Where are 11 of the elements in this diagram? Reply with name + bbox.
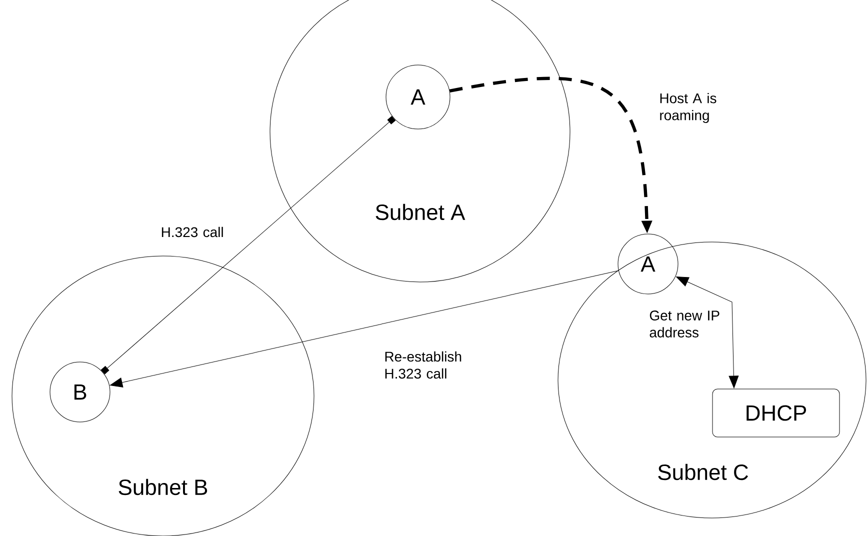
- edge-label: H.323 call: [162, 226, 223, 238]
- server-box: DHCP: [712, 388, 840, 438]
- arrow: [676, 276, 739, 388]
- arrow: [100, 116, 396, 374]
- edge-label: Get new IP address: [650, 310, 720, 338]
- subnet-label: Subnet B: [116, 478, 210, 496]
- subnet-label: Subnet C: [656, 462, 750, 482]
- subnet-label: Subnet A: [374, 202, 466, 222]
- edge-label: Re-establish H.323 call: [385, 351, 462, 379]
- edge-label: Host A is roaming: [660, 92, 716, 124]
- arrow: [110, 270, 619, 388]
